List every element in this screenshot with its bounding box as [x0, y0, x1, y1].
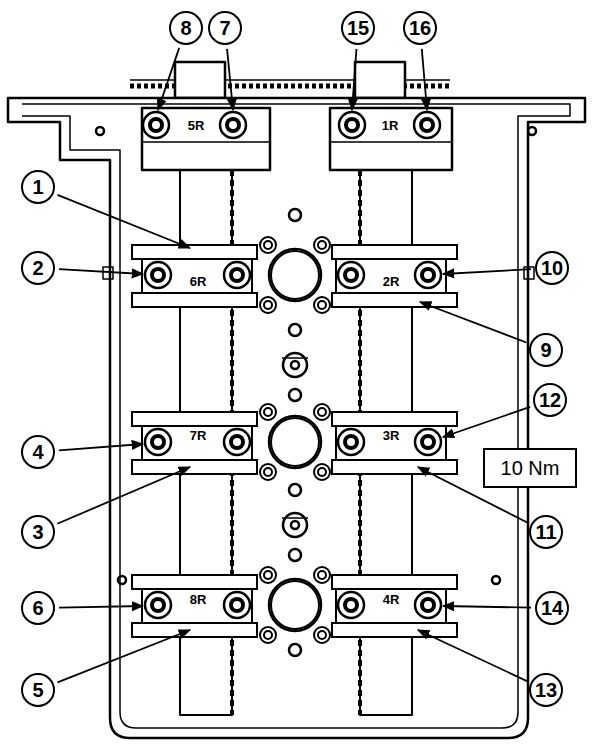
callout-number: 4 — [21, 435, 55, 469]
callout-number: 6 — [21, 591, 55, 625]
callout-number: 10 — [535, 251, 569, 285]
leader-line — [420, 302, 526, 343]
callout-number: 9 — [529, 333, 563, 367]
leader-line — [443, 407, 530, 437]
leader-line — [59, 606, 143, 608]
callout-number: 1 — [21, 170, 55, 204]
leader-line — [443, 269, 531, 274]
callout-number: 13 — [529, 673, 563, 707]
torque-value: 10 Nm — [501, 457, 560, 480]
leader-line — [59, 444, 143, 450]
callout-number: 5 — [21, 673, 55, 707]
callout-number: 8 — [169, 11, 203, 45]
leader-line — [352, 49, 356, 110]
torque-box: 10 Nm — [483, 448, 577, 488]
cap-marking: 6R — [188, 275, 209, 289]
leader-line — [422, 49, 427, 110]
cap-marking: 7R — [188, 429, 209, 443]
callout-number: 15 — [341, 11, 375, 45]
cap-marking: 8R — [188, 593, 209, 607]
callout-number: 3 — [21, 515, 55, 549]
leader-line — [227, 49, 233, 110]
callout-number: 7 — [208, 11, 242, 45]
callout-number: 2 — [21, 251, 55, 285]
leader-line — [59, 269, 143, 274]
cap-marking: 4R — [381, 593, 402, 607]
cap-marking: 1R — [380, 119, 401, 133]
callout-number: 14 — [535, 591, 569, 625]
callout-number: 11 — [529, 515, 563, 549]
cap-marking: 2R — [381, 275, 402, 289]
leader-line — [57, 195, 190, 248]
leader-line — [443, 606, 531, 608]
cap-marking: 3R — [381, 429, 402, 443]
callout-number: 12 — [533, 383, 567, 417]
leader-line — [58, 630, 190, 682]
leader-line — [158, 48, 179, 110]
leader-line — [57, 467, 190, 524]
leader-line — [418, 630, 527, 681]
cap-marking: 5R — [186, 119, 207, 133]
callout-number: 16 — [403, 11, 437, 45]
